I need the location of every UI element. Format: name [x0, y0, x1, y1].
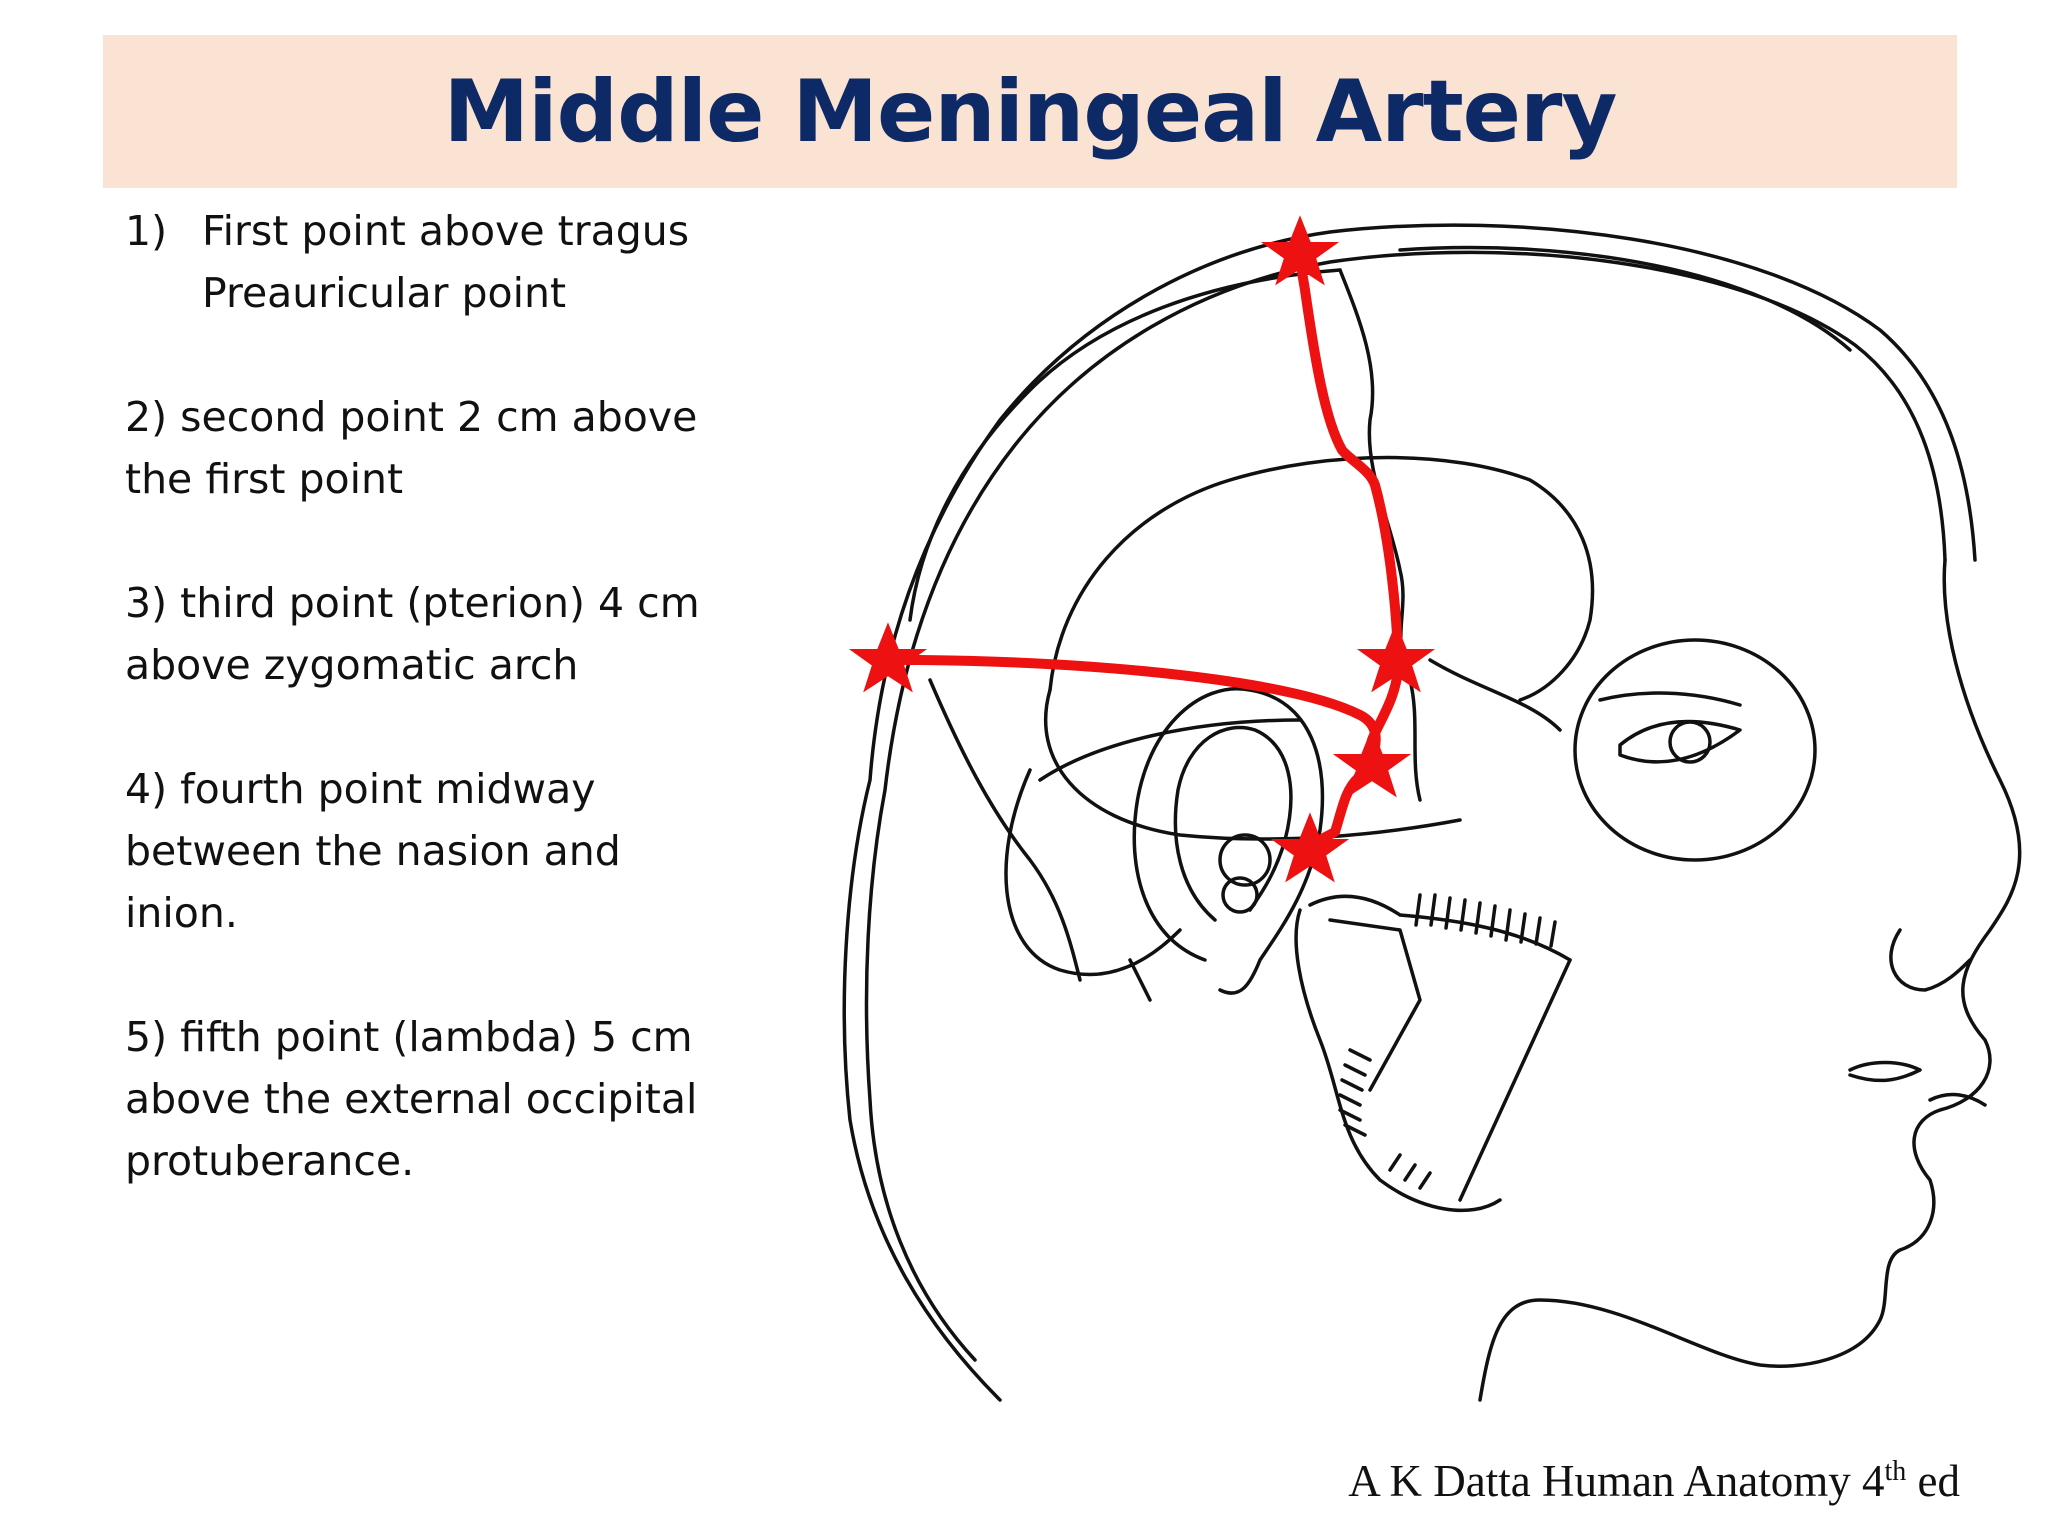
slide-title: Middle Meningeal Artery [443, 61, 1618, 162]
point-text: fourth point midway between the nasion a… [125, 765, 621, 937]
scalp-outline [842, 223, 1977, 1402]
point-text-line2: Preauricular point [202, 269, 567, 317]
ear-inner [1173, 725, 1293, 922]
list-item: 4) fourth point midway between the nasio… [125, 758, 665, 944]
point-number: 3) [125, 579, 168, 627]
eye [1618, 719, 1742, 764]
star-marker-2 [1332, 727, 1412, 798]
point-text: fifth point (lambda) 5 cm above the exte… [125, 1013, 698, 1185]
skull-outer [864, 250, 1947, 1362]
point-number: 2) [125, 393, 168, 441]
star-marker-3 [1356, 622, 1436, 693]
lambdoid-suture [928, 678, 1082, 982]
coronal-suture [1338, 268, 1422, 802]
skull-inner [908, 268, 1342, 622]
star-marker-4 [848, 622, 928, 693]
point-text: First point above tragus [202, 207, 690, 255]
citation-suffix: ed [1906, 1456, 1960, 1506]
list-item: 5) fifth point (lambda) 5 cm above the e… [125, 1006, 745, 1192]
point-number: 1) [125, 207, 168, 255]
citation-text: A K Datta Human Anatomy 4 [1348, 1456, 1885, 1506]
star-marker-1 [1270, 812, 1350, 883]
citation-superscript: th [1884, 1456, 1907, 1487]
ear-tragus [1218, 833, 1272, 887]
title-banner: Middle Meningeal Artery [103, 35, 1957, 188]
point-text: second point 2 cm above the first point [125, 393, 698, 503]
face-profile [1478, 558, 2022, 1402]
list-item: 3) third point (pterion) 4 cm above zygo… [125, 572, 725, 696]
point-number: 5) [125, 1013, 168, 1061]
star-marker-5 [1260, 215, 1340, 286]
brain-cerebrum [1048, 455, 1595, 702]
point-number: 4) [125, 765, 168, 813]
list-item: 2) second point 2 cm above the first poi… [125, 386, 725, 510]
mandible [1294, 908, 1502, 1213]
citation: A K Datta Human Anatomy 4th ed [1348, 1455, 1960, 1507]
eye-socket [1573, 638, 1817, 862]
ear-outer [1132, 687, 1325, 995]
point-text: third point (pterion) 4 cm above zygomat… [125, 579, 700, 689]
